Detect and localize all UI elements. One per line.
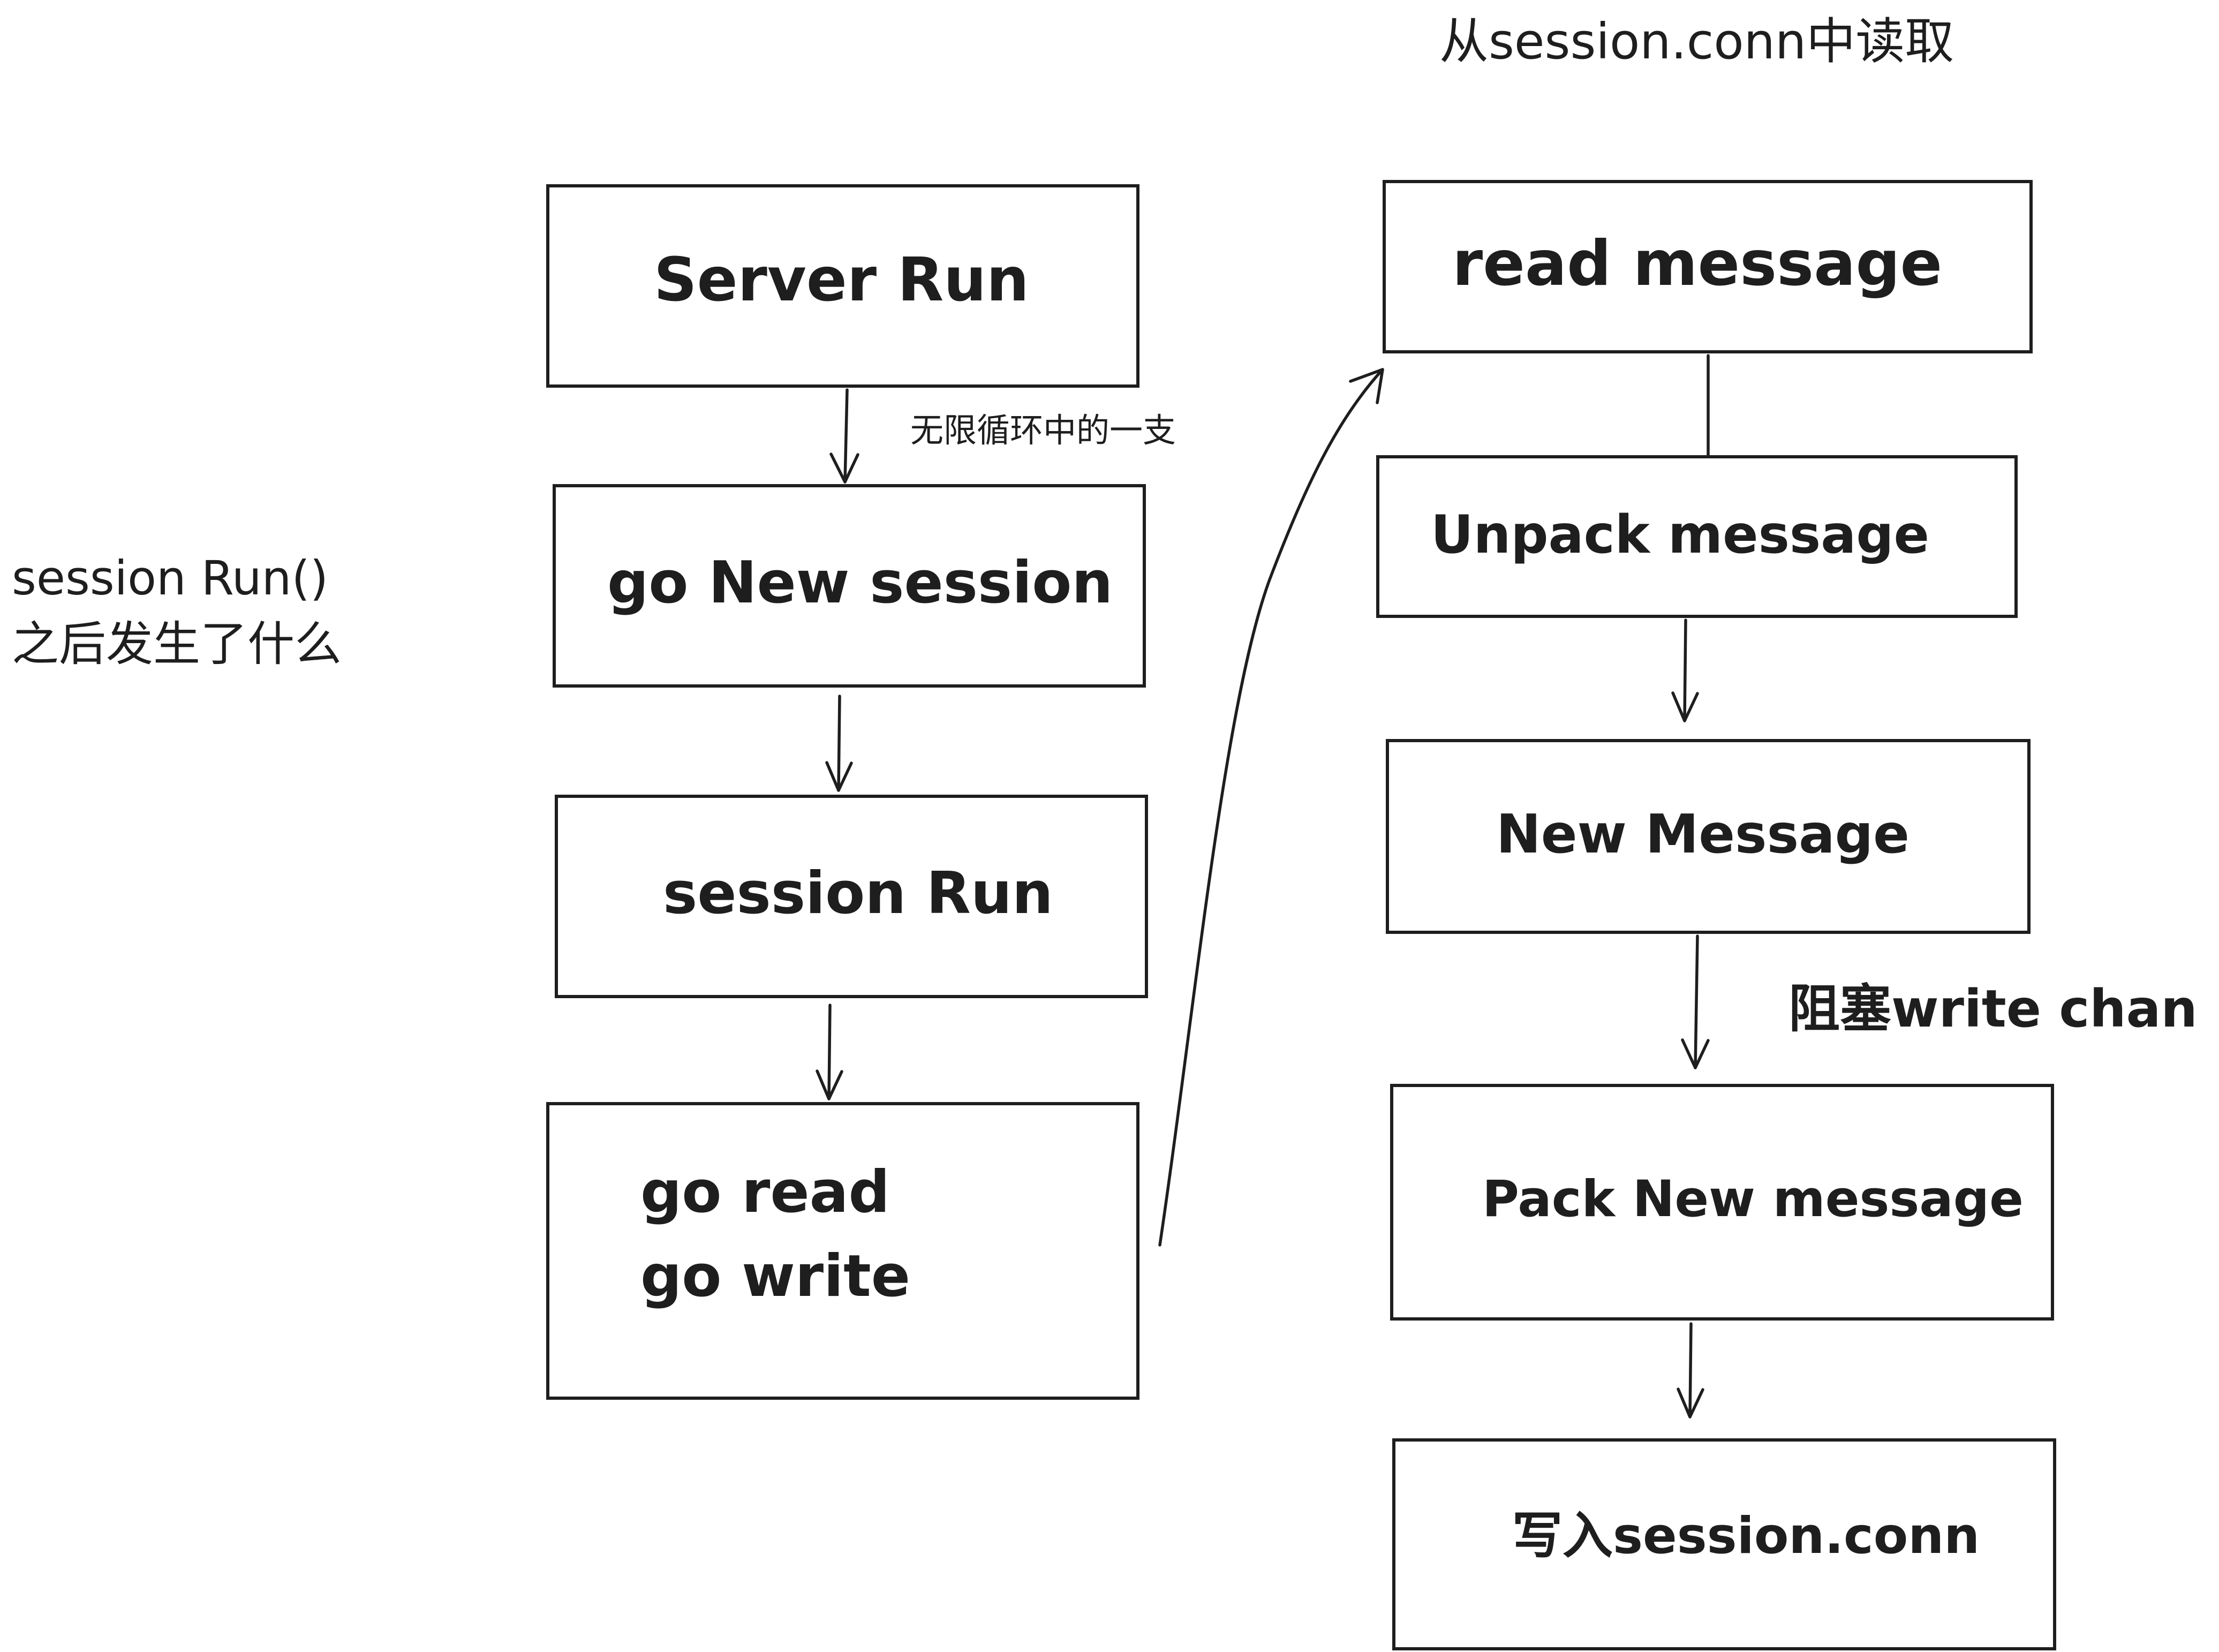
write-session-conn-box: 写入session.conn — [1392, 1438, 2056, 1650]
arrow-new-message-to-pack-new-message — [1681, 934, 1710, 1069]
block-write-chan-note: 阻塞write chan — [1788, 979, 2198, 1039]
pack-new-message-label: Pack New message — [1482, 1170, 2024, 1228]
arrow-go-read-write-to-read-message — [1158, 368, 1384, 1247]
unpack-message-box: Unpack message — [1376, 455, 2018, 618]
write-session-conn-label: 写入session.conn — [1512, 1506, 1980, 1565]
new-message-box: New Message — [1386, 739, 2031, 934]
arrow-session-run-to-go-read-write — [816, 1004, 843, 1100]
go-read-write-label: go read go write — [640, 1159, 911, 1310]
arrow-unpack-message-to-new-message — [1671, 618, 1699, 722]
session-run-label: session Run — [663, 860, 1053, 927]
go-new-session-label: go New session — [607, 549, 1113, 617]
go-read-write-box: go read go write — [546, 1102, 1139, 1400]
server-run-label: Server Run — [654, 245, 1029, 315]
arrow-server-run-to-go-new-session — [829, 388, 859, 484]
loop-branch-note: 无限循环中的一支 — [910, 411, 1176, 450]
session-run-box: session Run — [555, 795, 1148, 998]
go-new-session-box: go New session — [553, 484, 1146, 688]
arrow-go-new-session-to-session-run — [825, 695, 853, 792]
arrow-pack-new-message-to-write-session-conn — [1677, 1322, 1704, 1419]
new-message-label: New Message — [1496, 802, 1909, 865]
pack-new-message-box: Pack New message — [1390, 1084, 2054, 1321]
read-from-conn-note: 从session.conn中读取 — [1439, 13, 1954, 70]
read-message-box: read message — [1383, 180, 2033, 353]
side-note: session Run() 之后发生了什么 — [12, 550, 342, 672]
read-message-label: read message — [1452, 227, 1943, 300]
server-run-box: Server Run — [546, 184, 1139, 388]
unpack-message-label: Unpack message — [1431, 504, 1929, 565]
